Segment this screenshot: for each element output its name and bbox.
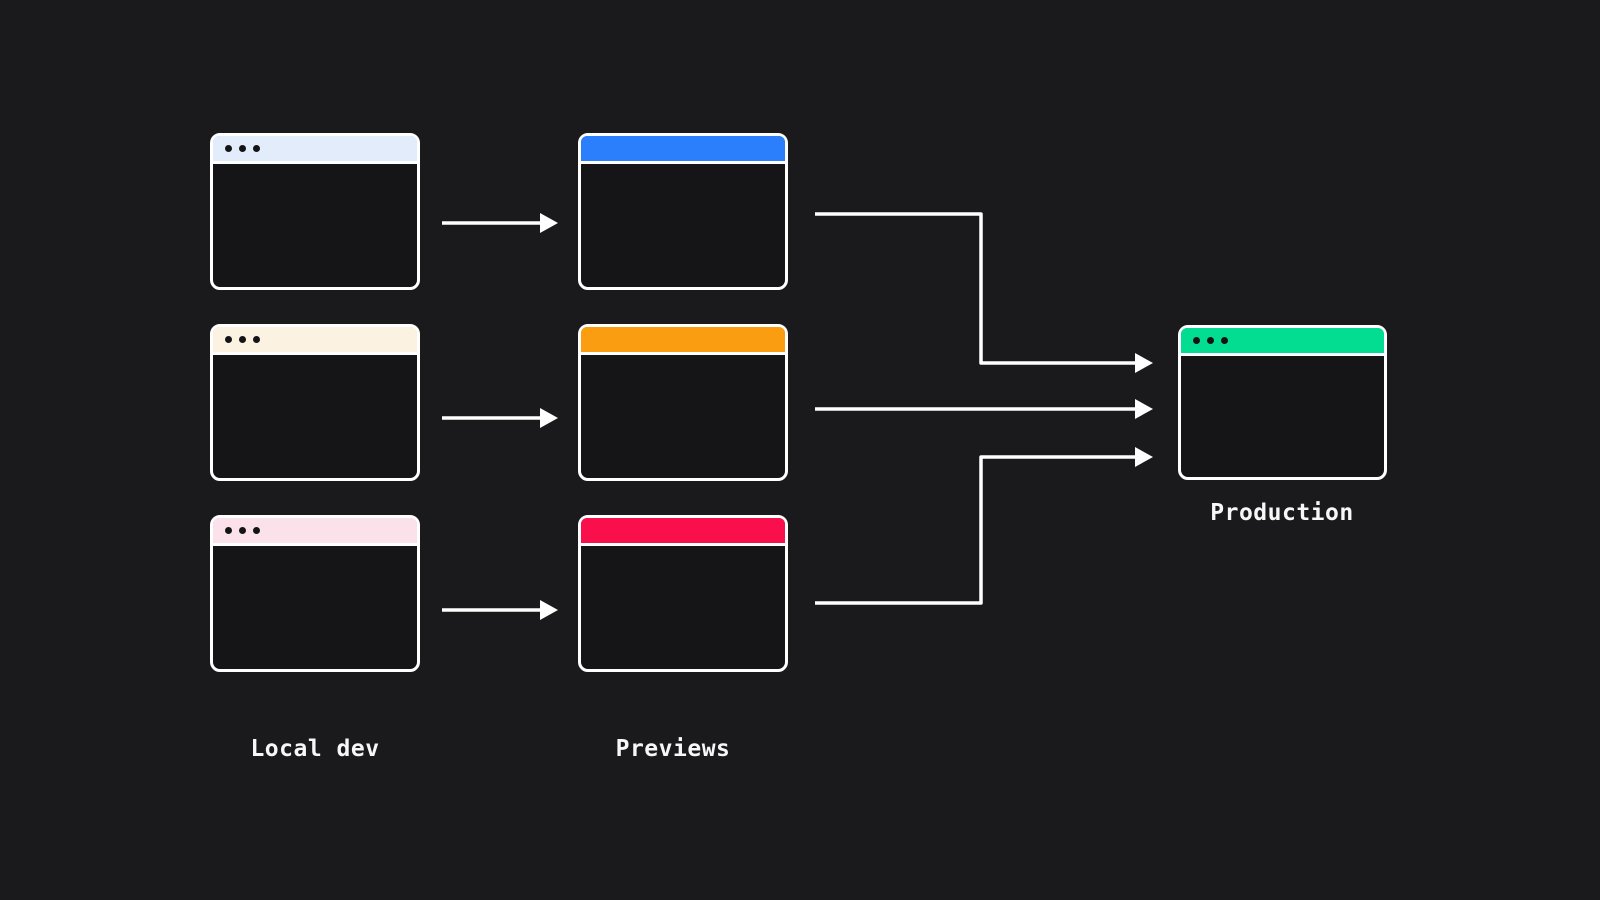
window-dot-icon (225, 336, 232, 343)
browser-window-local-1 (210, 133, 420, 290)
arrow-local1-to-preview1 (442, 213, 558, 233)
arrow-preview1-to-production (815, 212, 1153, 373)
window-dot-icon (239, 145, 246, 152)
column-label-local-dev: Local dev (250, 736, 380, 762)
browser-window-preview-2 (578, 324, 788, 481)
window-dot-icon (253, 527, 260, 534)
arrow-local2-to-preview2 (442, 408, 558, 428)
column-label-previews: Previews (615, 736, 731, 762)
browser-window-preview-1 (578, 133, 788, 290)
window-titlebar (213, 518, 417, 546)
window-dot-icon (225, 145, 232, 152)
browser-window-preview-3 (578, 515, 788, 672)
arrow-preview2-to-production (815, 399, 1153, 419)
window-titlebar (581, 136, 785, 164)
arrow-local3-to-preview3 (442, 600, 558, 620)
browser-window-production (1178, 325, 1387, 480)
window-dot-icon (1221, 337, 1228, 344)
arrow-preview3-to-production (815, 447, 1153, 605)
window-titlebar (213, 136, 417, 164)
window-titlebar (581, 327, 785, 355)
window-dot-icon (225, 527, 232, 534)
window-titlebar (581, 518, 785, 546)
column-label-production: Production (1210, 500, 1354, 526)
window-dot-icon (253, 336, 260, 343)
window-dot-icon (239, 336, 246, 343)
window-titlebar (1181, 328, 1384, 356)
window-titlebar (213, 327, 417, 355)
window-dot-icon (1207, 337, 1214, 344)
window-dot-icon (1193, 337, 1200, 344)
browser-window-local-3 (210, 515, 420, 672)
browser-window-local-2 (210, 324, 420, 481)
window-dot-icon (253, 145, 260, 152)
window-dot-icon (239, 527, 246, 534)
